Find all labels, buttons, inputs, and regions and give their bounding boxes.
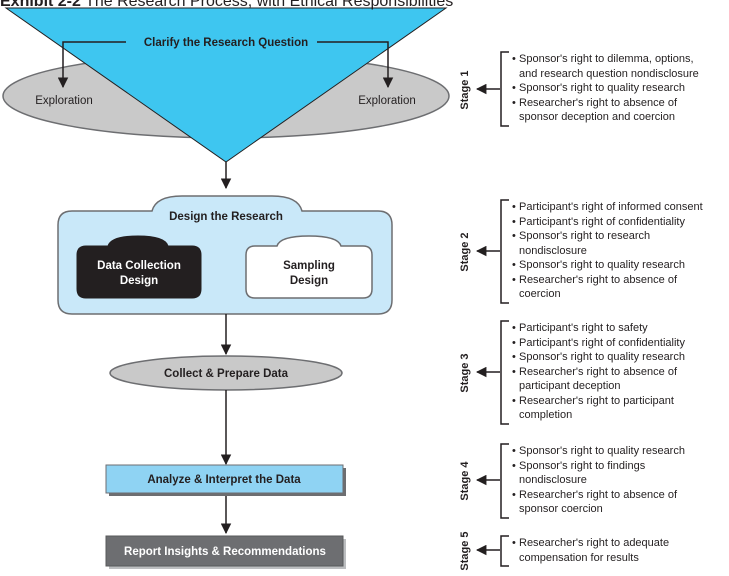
stage-1-right-line: sponsor deception and coercion: [519, 111, 675, 123]
exhibit-caption: The Research Process, with Ethical Respo…: [85, 0, 454, 10]
stage-5-right-line: Researcher's right to adequate: [519, 537, 670, 549]
research-funnel: [4, 7, 448, 163]
stage-5-rights-list: Researcher's right to adequate compensat…: [512, 536, 670, 565]
stage-2-right-item: Participant's right of informed consent: [512, 200, 703, 215]
data-collection-label-line2: Design: [120, 275, 158, 287]
stage-3-right-line: Researcher's right to participant: [519, 394, 674, 407]
stage-1-bracket: [500, 51, 509, 127]
exploration-left-label: Exploration: [35, 95, 93, 107]
stage-4-right-line: Sponsor's right to findings: [519, 459, 646, 472]
stage-3-right-item: Sponsor's right to quality research: [512, 350, 685, 365]
clarify-arrow-right: [317, 41, 394, 89]
stage-1-label: Stage 1: [459, 70, 471, 109]
stage-3-right-line: Sponsor's right to quality research: [519, 351, 685, 363]
stage-2-right-item: Researcher's right to absence of coercio…: [512, 273, 703, 302]
stage-3-right-line: Researcher's right to absence of: [519, 365, 678, 378]
stage-2-right-item: Sponsor's right to research nondisclosur…: [512, 229, 703, 258]
report-label: Report Insights & Recommendations: [124, 546, 326, 558]
stage-5-label: Stage 5: [459, 531, 471, 570]
stage-5-right-item: Researcher's right to adequate compensat…: [512, 536, 670, 565]
stage-4-right-line: Sponsor's right to quality research: [519, 445, 685, 457]
stage-3-right-line: completion: [519, 409, 573, 421]
stage-4-right-item: Sponsor's right to findings nondisclosur…: [512, 459, 685, 488]
data-collection-box: [76, 235, 202, 299]
clarify-arrow-left: [57, 41, 126, 89]
stage-1-rights-list: Sponsor's right to dilemma, options, and…: [512, 52, 699, 125]
clarify-label: Clarify the Research Question: [144, 37, 308, 49]
stage-3-right-line: participant deception: [519, 380, 621, 392]
stage-1-right-item: Researcher's right to absence of sponsor…: [512, 96, 699, 125]
stage-2-right-item: Sponsor's right to quality research: [512, 258, 703, 273]
exploration-right-label: Exploration: [358, 95, 416, 107]
stage-4-rights-list: Sponsor's right to quality research Spon…: [512, 444, 685, 517]
stage-2-right-line: coercion: [519, 288, 561, 300]
design-label: Design the Research: [169, 211, 283, 223]
stage-3-right-line: Participant's right to safety: [519, 322, 648, 334]
stage-2-right-line: Participant's right of confidentiality: [519, 215, 685, 228]
stage-3-right-item: Researcher's right to participant comple…: [512, 394, 685, 423]
stage-1-right-item: Sponsor's right to dilemma, options, and…: [512, 52, 699, 81]
stage-4-right-line: Researcher's right to absence of: [519, 488, 678, 501]
stage-4-label: Stage 4: [459, 461, 471, 501]
exhibit-title: Exhibit 2-2 The Research Process, with E…: [0, 0, 453, 11]
stage-1-right-item: Sponsor's right to quality research: [512, 81, 699, 96]
report-box: [105, 535, 344, 567]
stage-1-right-line: Sponsor's right to dilemma, options,: [519, 53, 694, 65]
collect-label: Collect & Prepare Data: [164, 368, 289, 380]
stage-4-bracket: [500, 443, 509, 519]
stage-4-right-line: sponsor coercion: [519, 503, 603, 515]
stage-2-rights-list: Participant's right of informed consent …: [512, 200, 703, 302]
analyze-box: [105, 464, 344, 494]
exhibit-number: Exhibit 2-2: [0, 0, 81, 10]
stage-5-bracket: [500, 535, 509, 567]
stage-2-bracket: [500, 199, 509, 304]
stage-2-right-line: Participant's right of informed consent: [519, 201, 703, 213]
stage-2-right-item: Participant's right of confidentiality: [512, 215, 703, 230]
stage-3-label: Stage 3: [459, 353, 471, 392]
stage-1-right-line: and research question nondisclosure: [519, 67, 699, 80]
stage-3-rights-list: Participant's right to safety Participan…: [512, 321, 685, 423]
stage-4-right-item: Sponsor's right to quality research: [512, 444, 685, 459]
stage-3-right-item: Participant's right of confidentiality: [512, 336, 685, 351]
stage-3-right-item: Researcher's right to absence of partici…: [512, 365, 685, 394]
stage-4-right-line: nondisclosure: [519, 474, 587, 486]
stage-2-right-line: nondisclosure: [519, 244, 587, 257]
stage-3-right-line: Participant's right of confidentiality: [519, 336, 685, 349]
stage-1-right-line: Sponsor's right to quality research: [519, 82, 685, 94]
stage-3-bracket: [500, 320, 509, 425]
sampling-label-line1: Sampling: [283, 260, 335, 272]
data-collection-label-line1: Data Collection: [97, 260, 181, 272]
sampling-label-line2: Design: [290, 275, 328, 287]
stage-5-right-line: compensation for results: [519, 551, 639, 564]
stage-2-right-line: Sponsor's right to quality research: [519, 259, 685, 271]
stage-1-right-line: Researcher's right to absence of: [519, 96, 678, 109]
stage-2-right-line: Sponsor's right to research: [519, 230, 651, 242]
stage-2-right-line: Researcher's right to absence of: [519, 273, 678, 286]
stage-4-right-item: Researcher's right to absence of sponsor…: [512, 488, 685, 517]
stage-3-right-item: Participant's right to safety: [512, 321, 685, 336]
analyze-label: Analyze & Interpret the Data: [147, 474, 301, 486]
sampling-box: [245, 235, 373, 299]
stage-2-label: Stage 2: [459, 232, 471, 271]
